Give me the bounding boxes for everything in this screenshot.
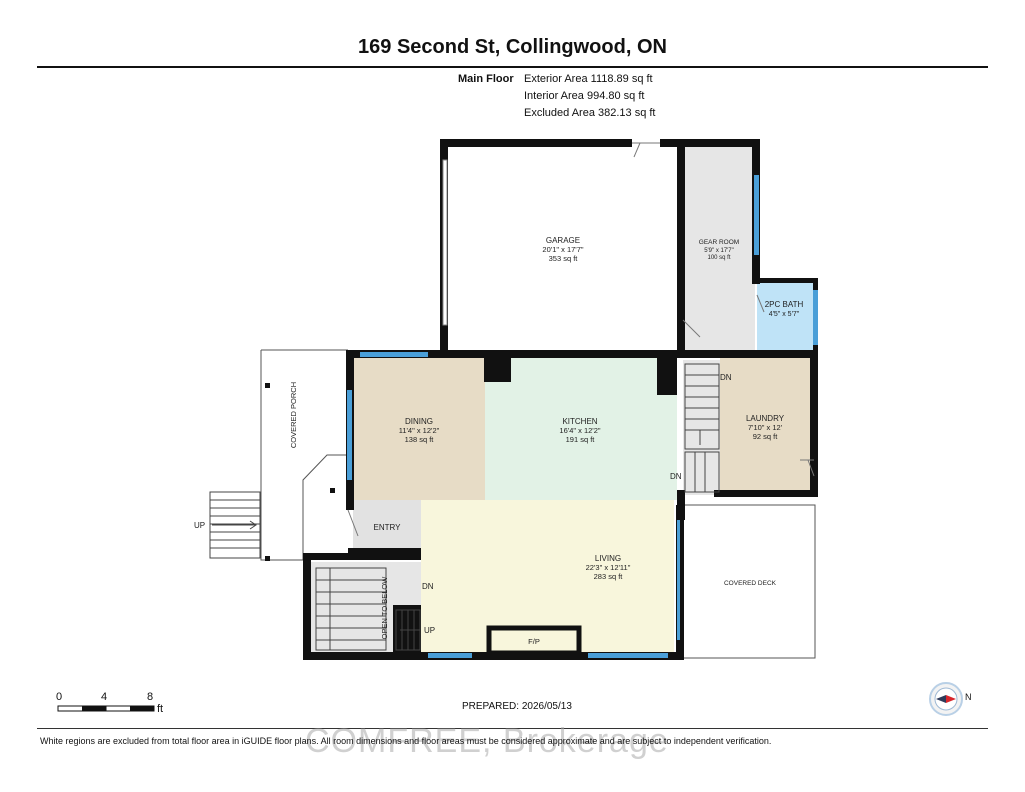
gear-room-dims: 5'9" x 17'7" <box>704 248 734 254</box>
doors <box>347 142 815 537</box>
bath-dims: 4'5" x 5'7" <box>769 311 800 318</box>
compass-icon: N <box>928 680 972 725</box>
interior-stairs <box>315 363 720 651</box>
gear-room-fill <box>683 147 755 350</box>
garage-fill <box>445 143 680 353</box>
entry-fill <box>353 500 421 555</box>
watermark: COMFREE, Brokerage <box>305 722 669 760</box>
open-to-below-name: OPEN TO BELOW <box>380 576 389 640</box>
dining-name: DINING <box>405 417 433 426</box>
garage-name: GARAGE <box>546 236 580 245</box>
disclaimer: White regions are excluded from total fl… <box>40 736 772 746</box>
scale-label-4: 4 <box>101 691 108 703</box>
dining-fill <box>353 357 485 500</box>
covered-deck-name: COVERED DECK <box>724 580 777 587</box>
garage-door <box>442 159 448 326</box>
exterior-area: Exterior Area 1118.89 sq ft <box>524 73 653 85</box>
scale-label-8: 8 <box>147 691 154 703</box>
stair-label-dn-entry: DN <box>422 582 434 591</box>
kitchen-dims: 16'4" x 12'2" <box>559 426 600 435</box>
covered-porch-name: COVERED PORCH <box>289 382 298 448</box>
porch-post <box>265 383 270 388</box>
covered-porch-outline <box>260 349 348 561</box>
windows <box>347 175 818 658</box>
bath-fill <box>757 280 813 350</box>
porch-post <box>265 556 270 561</box>
scale-unit: ft <box>157 703 164 715</box>
laundry-dims: 7'10" x 12' <box>748 423 783 432</box>
excluded-area: Excluded Area 382.13 sq ft <box>524 107 656 119</box>
floor-name: Main Floor <box>458 73 514 85</box>
stair-label-up-entry: UP <box>424 626 435 635</box>
fireplace-label: F/P <box>528 637 540 646</box>
living-dims: 22'3" x 12'11" <box>586 563 631 572</box>
fireplace <box>486 625 582 656</box>
garage-dims: 20'1" x 17'7" <box>542 245 583 254</box>
gear-room-name: GEAR ROOM <box>699 239 739 246</box>
gear-room-area: 100 sq ft <box>707 255 730 261</box>
covered-deck-outline <box>682 504 816 659</box>
entry-name: ENTRY <box>374 523 402 532</box>
stair-label-dn-laundry-top: DN <box>720 373 732 382</box>
laundry-area: 92 sq ft <box>753 432 779 441</box>
kitchen-area: 191 sq ft <box>566 435 596 444</box>
stair-label-dn-laundry: DN <box>670 472 682 481</box>
scale-label-0: 0 <box>56 691 63 703</box>
living-name: LIVING <box>595 554 621 563</box>
page-title: 169 Second St, Collingwood, ON <box>358 36 667 58</box>
footer-rule <box>37 728 988 729</box>
dining-dims: 11'4" x 12'2" <box>399 426 440 435</box>
scale-bar <box>57 705 155 712</box>
porch-stairs <box>209 491 261 559</box>
dining-area: 138 sq ft <box>405 435 435 444</box>
garage-area: 353 sq ft <box>549 254 579 263</box>
porch-post <box>330 488 335 493</box>
interior-area: Interior Area 994.80 sq ft <box>524 90 645 102</box>
compass-north-label: N <box>965 692 972 702</box>
living-area: 283 sq ft <box>594 572 624 581</box>
kitchen-name: KITCHEN <box>562 417 597 426</box>
bath-name: 2PC BATH <box>765 300 804 309</box>
stairs-laundry-fill <box>683 360 720 495</box>
prepared-date: PREPARED: 2026/05/13 <box>462 701 572 712</box>
stair-label-up-porch: UP <box>194 521 205 530</box>
laundry-fill <box>720 357 812 495</box>
kitchen-fill <box>485 357 677 500</box>
title-rule <box>37 66 988 68</box>
laundry-name: LAUNDRY <box>746 414 785 423</box>
